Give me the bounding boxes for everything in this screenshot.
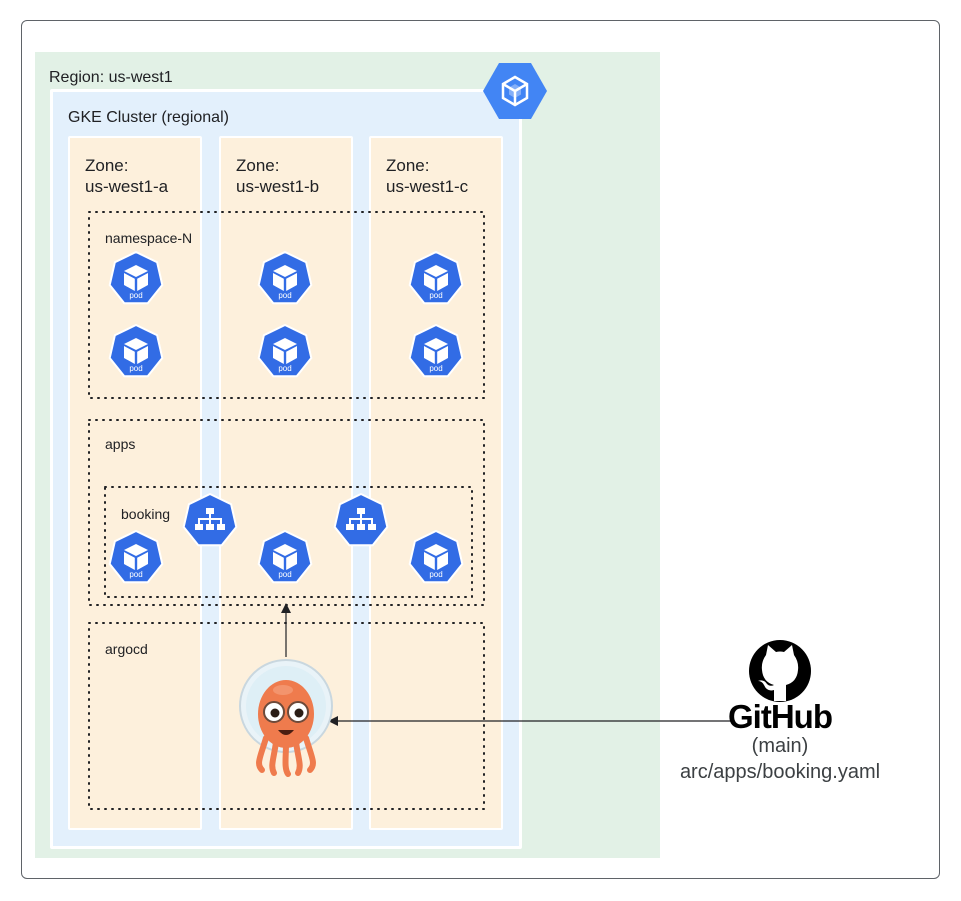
pod-icon: pod xyxy=(108,251,164,305)
github-path-label: arc/apps/booking.yaml xyxy=(679,761,881,783)
pod-icon: pod xyxy=(408,324,464,378)
pod-icon: pod xyxy=(408,251,464,305)
pod-label: pod xyxy=(278,570,291,579)
pod-label: pod xyxy=(129,364,142,373)
cluster-label: GKE Cluster (regional) xyxy=(68,109,229,126)
pod-icon: pod xyxy=(408,530,464,584)
pod-label: pod xyxy=(429,364,442,373)
namespace-argocd-label: argocd xyxy=(105,641,148,657)
pod-label: pod xyxy=(129,291,142,300)
service-network-icon xyxy=(182,493,238,547)
pod-icon: pod xyxy=(257,324,313,378)
zone-b-label: Zone: us-west1-b xyxy=(236,156,320,196)
namespace-n-label: namespace-N xyxy=(105,230,193,246)
github-logo-text: GitHub xyxy=(728,698,833,735)
pod-icon: pod xyxy=(108,530,164,584)
pod-icon: pod xyxy=(108,324,164,378)
namespace-booking-label: booking xyxy=(121,506,171,522)
namespace-booking-box xyxy=(104,486,473,598)
service-network-icon xyxy=(333,493,389,547)
gke-cube-icon xyxy=(483,63,547,119)
pod-label: pod xyxy=(278,364,291,373)
zone-c-label: Zone: us-west1-c xyxy=(386,156,469,196)
pod-label: pod xyxy=(429,570,442,579)
pod-icon: pod xyxy=(257,251,313,305)
namespace-n-box xyxy=(88,211,485,399)
pod-label: pod xyxy=(429,291,442,300)
pod-icon: pod xyxy=(257,530,313,584)
zone-a-label: Zone: us-west1-a xyxy=(85,156,169,196)
pod-label: pod xyxy=(129,570,142,579)
region-label: Region: us-west1 xyxy=(49,69,173,86)
diagram-frame xyxy=(21,20,940,879)
pod-label: pod xyxy=(278,291,291,300)
argocd-octopus-icon xyxy=(239,659,333,777)
github-branch-label: (main) xyxy=(751,735,809,757)
github-octocat-icon xyxy=(749,640,811,702)
namespace-apps-label: apps xyxy=(105,436,136,452)
